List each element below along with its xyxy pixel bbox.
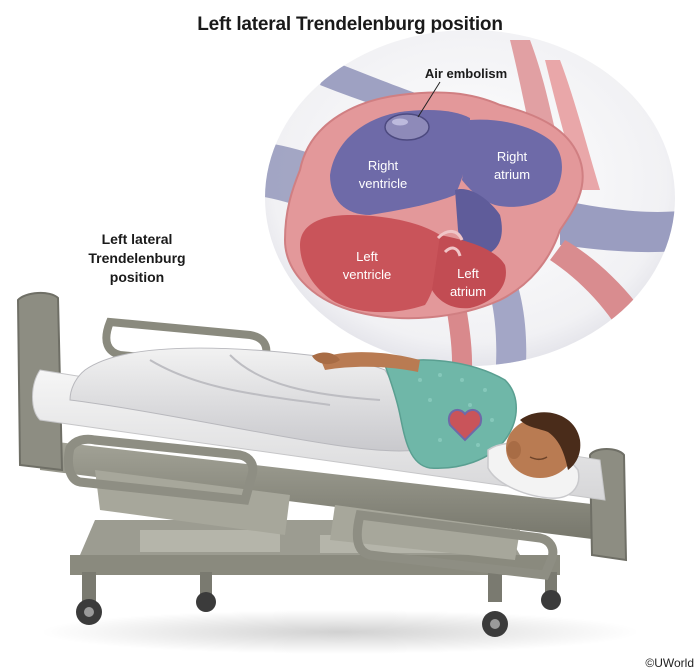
patient-ear bbox=[507, 441, 521, 459]
position-label-line-2: Trendelenburg bbox=[88, 250, 186, 266]
right-atrium bbox=[462, 119, 562, 207]
bed-frame bbox=[40, 440, 600, 540]
wheel-back-left bbox=[196, 592, 216, 612]
lower-vessel bbox=[445, 300, 473, 366]
side-rail-foot bbox=[63, 434, 258, 505]
label-left-ventricle-2: ventricle bbox=[343, 267, 391, 282]
patient-hand bbox=[312, 352, 340, 365]
position-label: Left lateral Trendelenburg position bbox=[62, 230, 212, 287]
side-rail-head bbox=[352, 510, 558, 580]
figure-title: Left lateral Trendelenburg position bbox=[197, 14, 503, 35]
label-air-embolism: Air embolism bbox=[425, 66, 507, 81]
pulmonary-vein-right bbox=[560, 200, 675, 253]
label-right-atrium-2: atrium bbox=[494, 167, 530, 182]
position-label-line-3: position bbox=[109, 269, 165, 285]
label-right-atrium-1: Right bbox=[497, 149, 528, 164]
floor-shadow bbox=[40, 610, 640, 654]
wheel-back-right bbox=[541, 590, 561, 610]
patient-closed-eye bbox=[529, 456, 548, 460]
tricuspid-region bbox=[455, 189, 502, 256]
patient-arm bbox=[320, 352, 420, 372]
label-right-ventricle-1: Right bbox=[368, 158, 399, 173]
position-label-line-1: Left lateral bbox=[101, 231, 173, 247]
air-embolism-pointer bbox=[417, 81, 441, 118]
copyright-notice: ©UWorld bbox=[645, 656, 694, 670]
base-panel-left bbox=[140, 530, 280, 552]
label-left-atrium-1: Left bbox=[457, 266, 479, 281]
label-right-ventricle-2: ventricle bbox=[359, 176, 407, 191]
left-ventricle bbox=[300, 215, 440, 313]
mitral-valve bbox=[436, 230, 464, 241]
label-left-atrium-2: atrium bbox=[450, 284, 486, 299]
left-atrium bbox=[432, 235, 506, 309]
patient-hair bbox=[520, 412, 581, 470]
patient bbox=[69, 347, 581, 499]
air-embolism-bubble bbox=[384, 113, 430, 141]
heart-inset: Air embolism Right ventricle Right atriu… bbox=[265, 30, 675, 366]
label-left-ventricle-1: Left bbox=[356, 249, 378, 264]
aortic-branch bbox=[545, 60, 600, 190]
bubble-highlight bbox=[392, 118, 408, 126]
chest-heart-icon bbox=[447, 409, 483, 442]
right-ventricle bbox=[330, 110, 470, 215]
